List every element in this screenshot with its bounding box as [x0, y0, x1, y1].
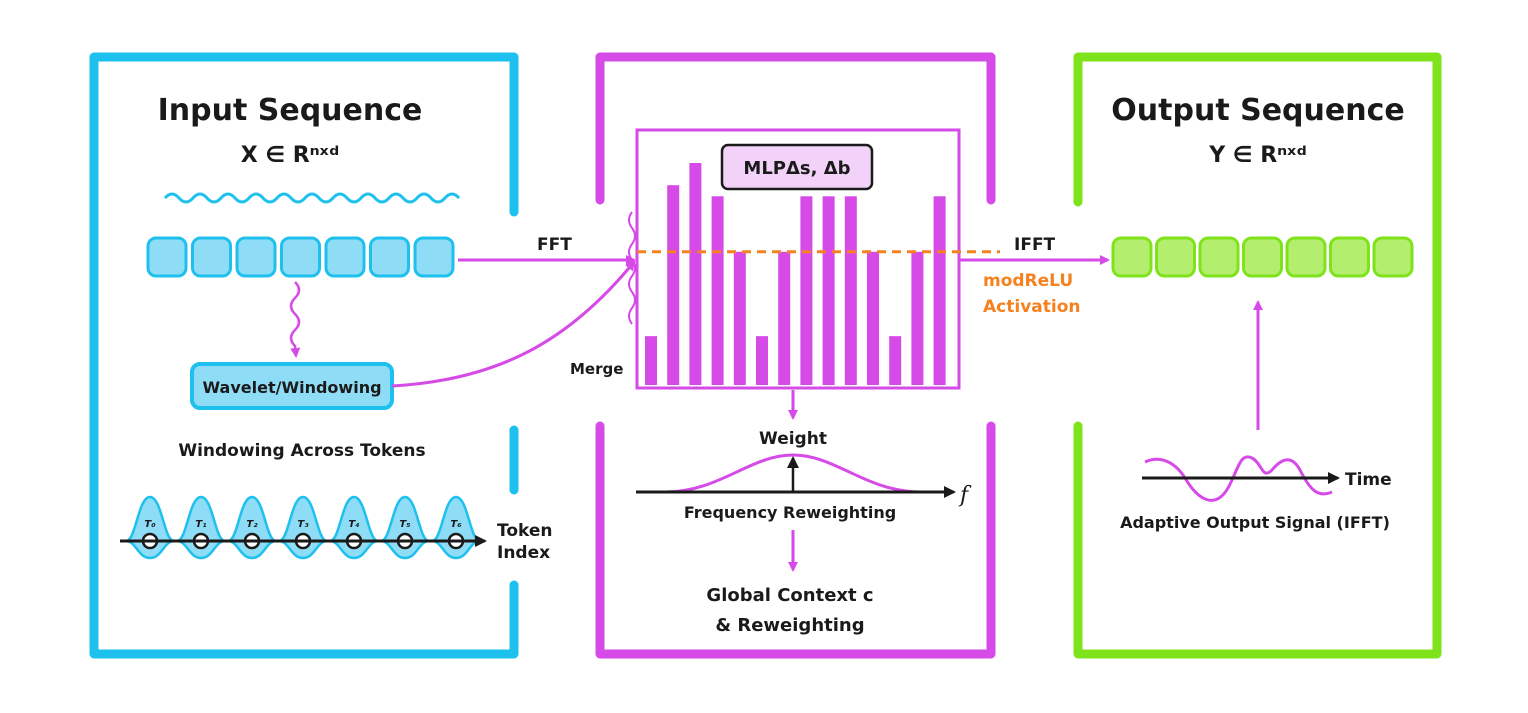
spectrum-bar — [867, 251, 879, 385]
token-label: T₂ — [246, 519, 258, 530]
input-subtitle: X ∈ Rⁿˣᵈ — [241, 143, 340, 168]
output-subtitle: Y ∈ Rⁿˣᵈ — [1208, 143, 1307, 168]
token-label: T₆ — [450, 519, 462, 530]
output-token-block — [1329, 236, 1370, 278]
input-token-block — [413, 236, 455, 278]
merge-label: Merge — [570, 360, 623, 378]
wavelet-windowing-label: Wavelet/Windowing — [202, 378, 381, 397]
spectrum-bar — [933, 196, 946, 385]
token-label: T₁ — [195, 519, 206, 530]
output-token-block — [1242, 236, 1283, 278]
spectrum-bar — [645, 336, 657, 385]
input-token-block — [324, 236, 366, 278]
input-token-block — [146, 236, 188, 278]
middle-panel-frame-top — [595, 52, 996, 205]
input-token-block — [235, 236, 277, 278]
spectrum-bar — [911, 251, 924, 385]
output-token-block — [1111, 236, 1153, 278]
token-axis-label-2: Index — [497, 543, 550, 563]
token-window-plot: T₀ T₁ T₂ T₃ T₄ T₅ T₆ — [125, 495, 481, 560]
spectrum-bar — [822, 196, 835, 385]
token-label: T₃ — [297, 519, 309, 530]
input-token-block — [369, 236, 410, 278]
input-panel: Input Sequence X ∈ Rⁿˣᵈ Wavelet/Windowin… — [89, 52, 553, 659]
spectrum-bar — [800, 196, 813, 385]
output-panel-frame-top — [1073, 52, 1442, 659]
context-label-2: & Reweighting — [715, 615, 864, 636]
mlp-label: MLPΔs, Δb — [743, 158, 850, 179]
output-token-block — [1155, 236, 1196, 278]
token-label: T₅ — [399, 519, 410, 530]
spectrum-bar — [778, 251, 791, 385]
input-title: Input Sequence — [158, 93, 423, 128]
token-label: T₄ — [348, 519, 359, 530]
middle-panel: MLPΔs, Δb Merge FFT IFFT modReLU Activat… — [391, 52, 1110, 659]
spectrum-bar — [844, 196, 857, 385]
output-token-block — [1372, 236, 1414, 278]
input-wave-icon — [163, 192, 461, 204]
time-label: Time — [1345, 470, 1392, 490]
token-label: T₀ — [144, 519, 156, 530]
input-token-block — [191, 236, 232, 278]
spectrum-bar — [889, 336, 902, 385]
output-panel: Output Sequence Y ∈ Rⁿˣᵈ Time Adaptive O… — [1073, 52, 1442, 659]
spectrum-bar — [667, 185, 680, 385]
spectrum-bar — [689, 163, 702, 385]
spectrum-bar — [756, 336, 768, 385]
context-label-1: Global Context c — [706, 585, 873, 606]
ifft-label: IFFT — [1014, 235, 1056, 255]
output-caption: Adaptive Output Signal (IFFT) — [1120, 513, 1390, 532]
input-panel-frame — [89, 52, 519, 659]
frequency-symbol: f — [958, 483, 972, 508]
output-token-block — [1285, 236, 1327, 278]
spectrum-bars — [645, 163, 946, 385]
input-token-blocks — [146, 236, 455, 278]
spectrum-bar — [733, 251, 746, 385]
token-axis-label-1: Token — [497, 521, 553, 541]
output-title: Output Sequence — [1111, 93, 1404, 128]
mlp-box — [720, 143, 874, 191]
output-token-blocks — [1111, 236, 1414, 278]
middle-panel-frame-bottom — [595, 421, 996, 659]
reweight-label: Frequency Reweighting — [684, 503, 896, 522]
output-token-block — [1198, 236, 1240, 278]
weight-curve — [664, 453, 922, 494]
merge-arrow — [391, 260, 636, 388]
activation-label-1: modReLU — [983, 271, 1073, 291]
input-caption: Windowing Across Tokens — [178, 441, 425, 461]
weight-label: Weight — [759, 429, 827, 449]
activation-label-2: Activation — [983, 297, 1080, 317]
fft-label: FFT — [537, 235, 572, 255]
input-token-block — [280, 236, 321, 278]
spectrum-bar — [711, 196, 724, 385]
squiggle-down-arrow — [289, 281, 301, 358]
